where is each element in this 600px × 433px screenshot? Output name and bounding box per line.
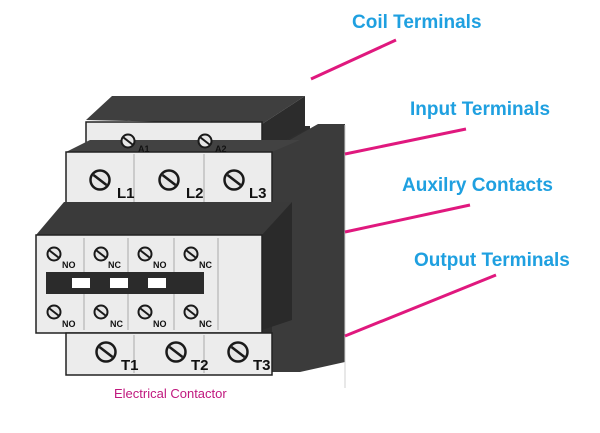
screw-icon <box>197 133 213 149</box>
screw-icon <box>89 169 111 191</box>
aux-contacts-bottom: NO NC NO NC <box>46 304 212 329</box>
callout-coil-terminals: Coil Terminals <box>352 12 482 33</box>
screw-icon <box>137 246 153 262</box>
coil-block-side <box>262 96 305 152</box>
diagram-caption: Electrical Contactor <box>114 386 227 401</box>
screw-icon <box>137 304 153 320</box>
leader-input <box>344 127 467 156</box>
aux-block-top <box>36 202 292 235</box>
leader-output <box>344 273 497 338</box>
screw-icon <box>183 304 199 320</box>
aux-label: NC <box>108 260 121 270</box>
aux-label: NC <box>110 319 123 329</box>
screw-icon <box>93 246 109 262</box>
screw-icon <box>120 133 136 149</box>
aux-label: NO <box>153 260 167 270</box>
output-terminals: T1 T2 T3 <box>95 341 271 374</box>
aux-label: NO <box>62 260 76 270</box>
terminal-label-l2: L2 <box>186 185 204 202</box>
screw-icon <box>183 246 199 262</box>
screw-icon <box>223 169 245 191</box>
screw-icon <box>46 304 62 320</box>
aux-label: NO <box>153 319 167 329</box>
terminal-label-t2: T2 <box>191 357 209 374</box>
leader-lines <box>310 38 497 338</box>
terminal-label-a2: A2 <box>215 144 227 154</box>
screw-icon <box>93 304 109 320</box>
aux-contacts-top: NO NC NO NC <box>46 246 212 270</box>
terminal-label-l3: L3 <box>249 185 267 202</box>
input-block-top <box>66 140 300 152</box>
screw-icon <box>158 169 180 191</box>
aux-block-side <box>262 202 292 330</box>
terminal-label-t1: T1 <box>121 357 139 374</box>
screw-icon <box>95 341 117 363</box>
terminal-label-a1: A1 <box>138 144 150 154</box>
terminal-label-l1: L1 <box>117 185 135 202</box>
terminal-label-t3: T3 <box>253 357 271 374</box>
aux-label: NC <box>199 260 212 270</box>
coil-terminals: A1 A2 <box>120 133 227 154</box>
aux-window-2 <box>110 278 128 288</box>
screw-icon <box>165 341 187 363</box>
leader-coil <box>310 38 397 81</box>
aux-window-1 <box>72 278 90 288</box>
screw-icon <box>46 246 62 262</box>
leader-auxiliary <box>344 203 471 234</box>
screw-icon <box>227 341 249 363</box>
contactor-housing <box>35 96 345 376</box>
callout-output-terminals: Output Terminals <box>414 250 570 271</box>
aux-window-3 <box>148 278 166 288</box>
aux-label: NO <box>62 319 76 329</box>
callout-auxiliary-contacts: Auxilry Contacts <box>402 175 553 196</box>
callout-input-terminals: Input Terminals <box>410 99 550 120</box>
input-terminals: L1 L2 L3 <box>89 169 267 202</box>
aux-label: NC <box>199 319 212 329</box>
coil-block-top <box>86 96 305 124</box>
